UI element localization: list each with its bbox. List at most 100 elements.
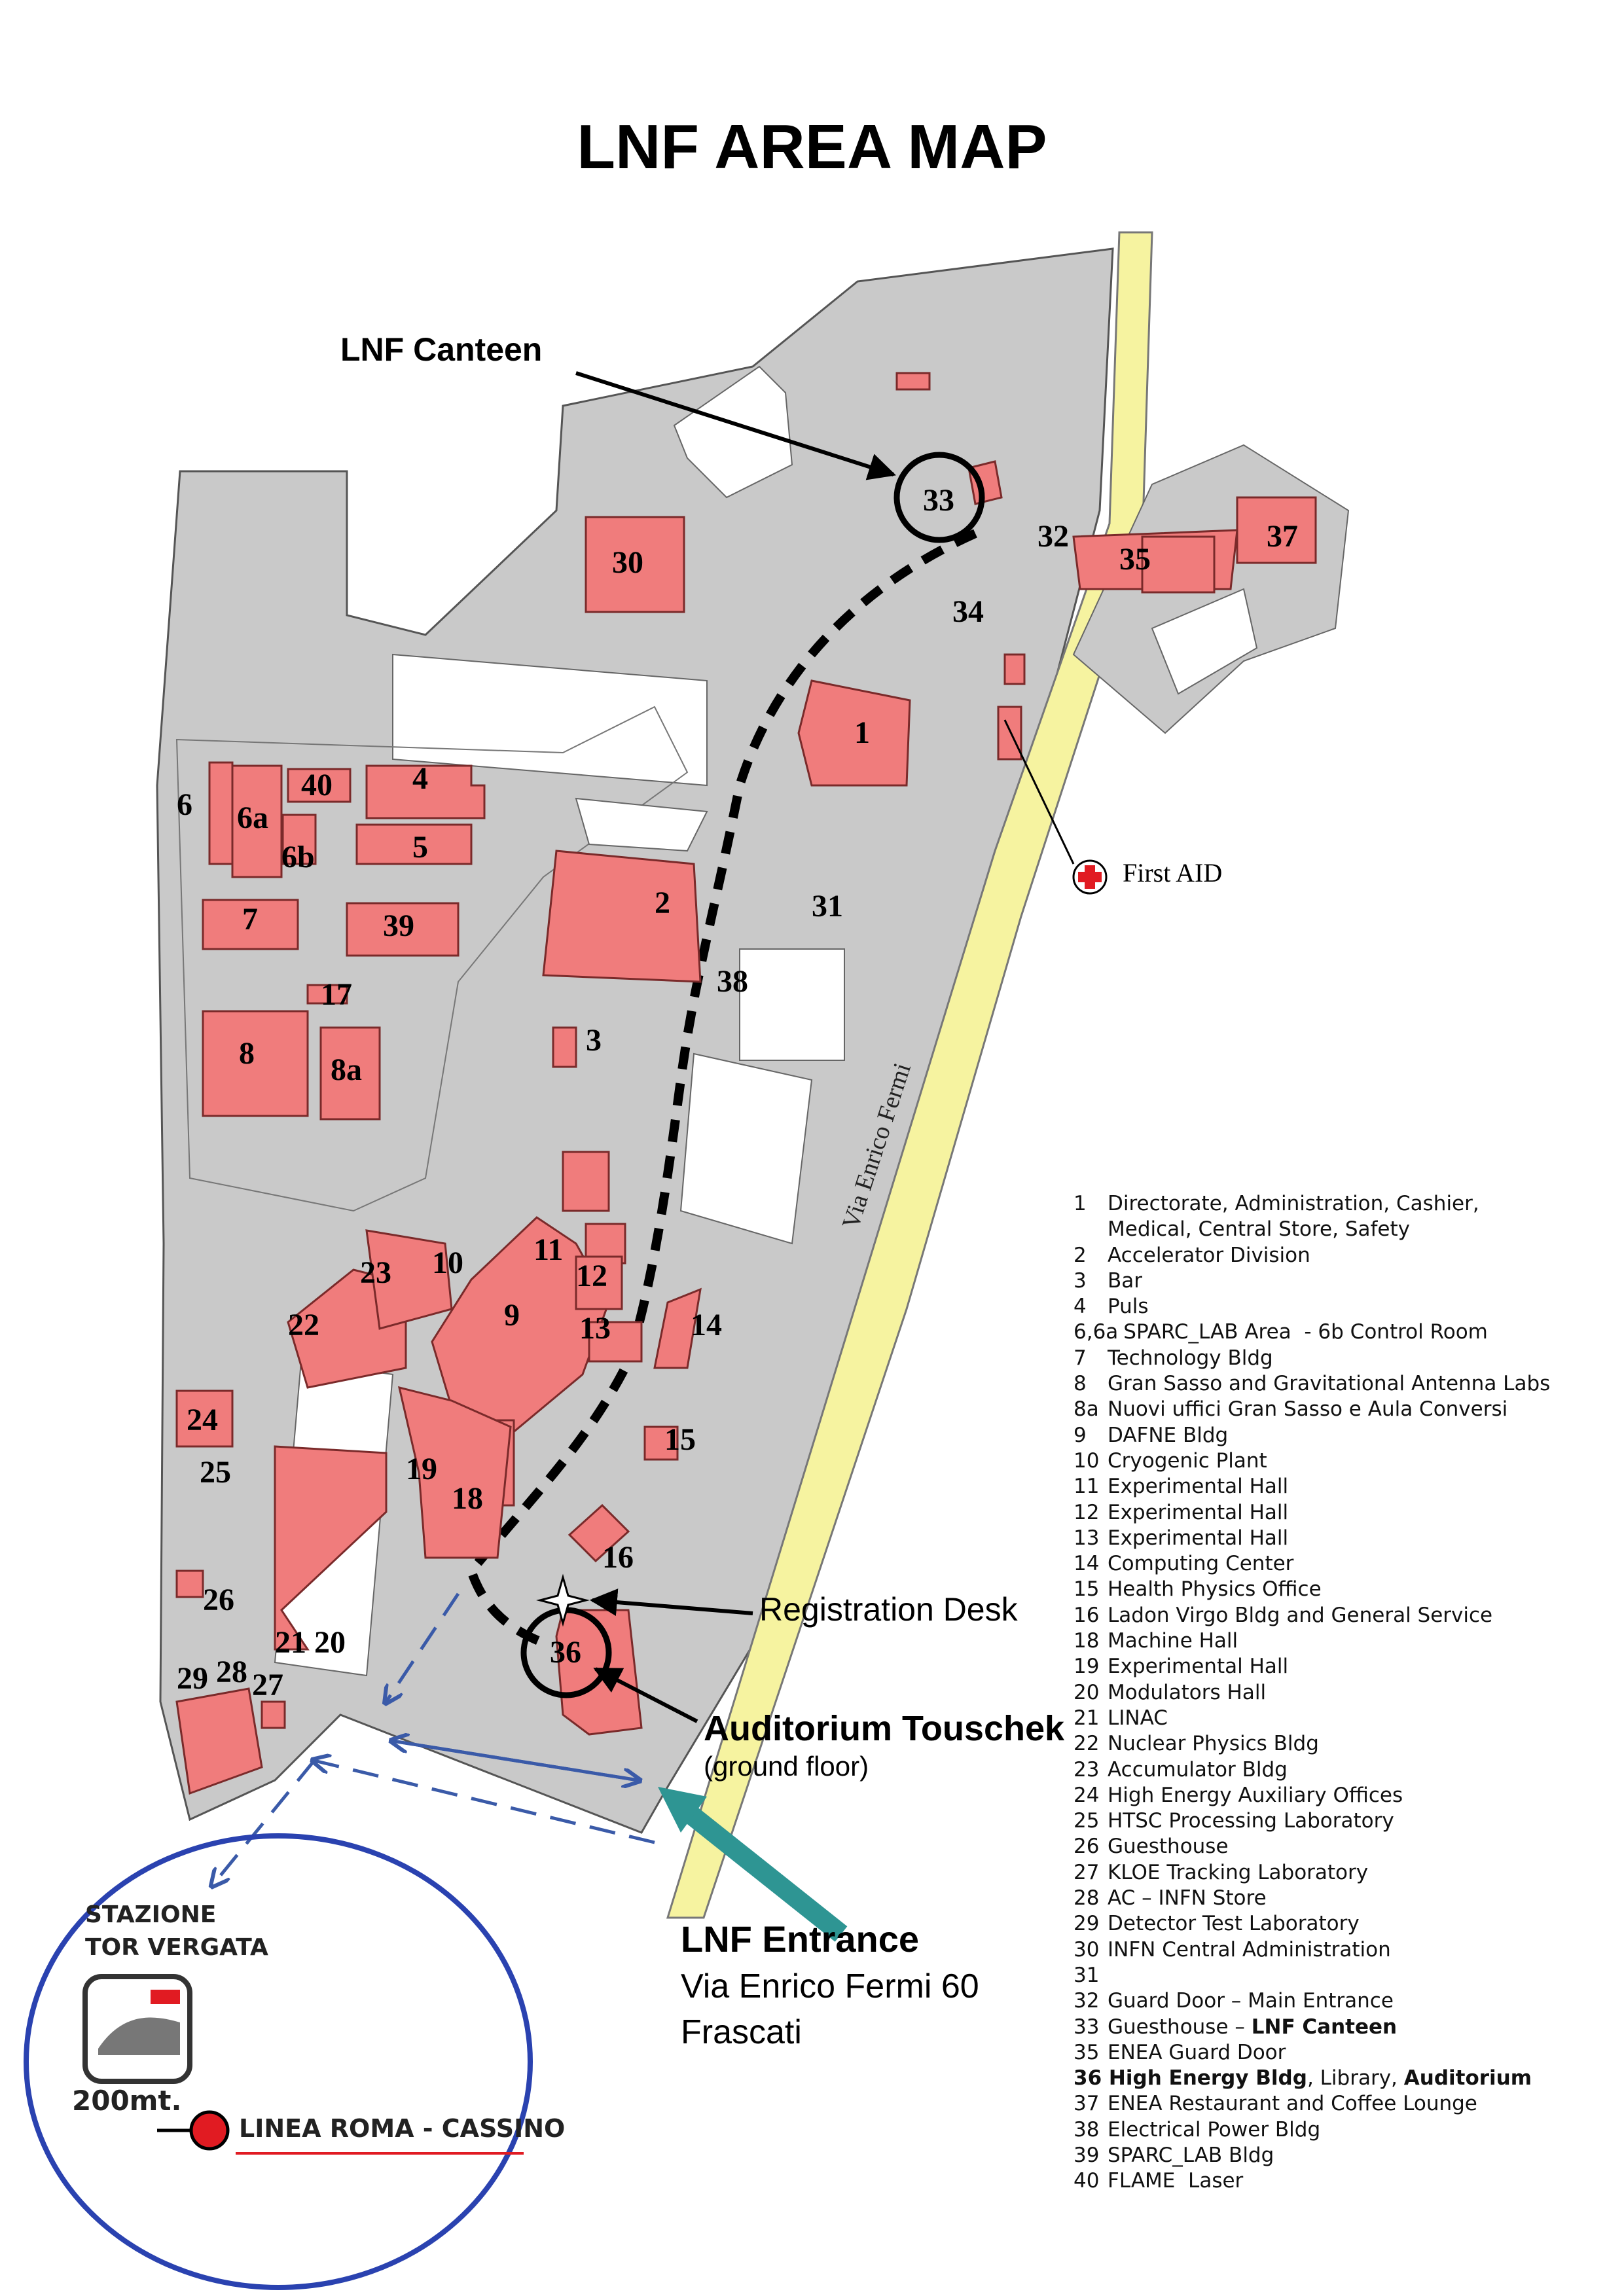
legend-text: INFN Central Administration [1108,1937,1391,1962]
legend-number: 1 [1074,1192,1087,1215]
legend-text: Guard Door – Main Entrance [1108,1989,1394,2013]
legend-number: 23 [1074,1757,1100,1782]
legend-number: 18 [1074,1629,1100,1653]
bldg-label-9: 9 [504,1298,520,1333]
legend-item: 14 Computing Center [1074,1551,1610,1577]
white-lot [392,653,708,787]
legend-number: 33 [1074,2015,1100,2039]
bldg-label-35: 35 [1119,542,1151,577]
legend-item: 23 Accumulator Bldg [1074,1757,1610,1783]
legend-text: Modulators Hall [1108,1680,1267,1704]
bldg-label-11: 11 [533,1232,563,1267]
legend-bold-tail: LNF Canteen [1251,2015,1398,2039]
legend-text: Directorate, Administration, Cashier, [1108,1192,1479,1215]
walk-path [466,529,977,1647]
legend-number: 26 [1074,1835,1100,1859]
legend-number: 2 [1074,1243,1087,1267]
fs-logo-icon [151,1990,180,2004]
legend-text: Ladon Virgo Bldg and General Service [1108,1603,1493,1627]
white-lot [679,1052,813,1245]
legend-number: 35 [1074,2040,1100,2064]
legend-text: Gran Sasso and Gravitational Antenna Lab… [1108,1372,1551,1396]
canteen-callout: LNF Canteen [340,331,543,368]
legend-number: 19 [1074,1655,1100,1679]
bldg-label-23: 23 [360,1255,391,1290]
bldg-label-14: 14 [691,1308,722,1342]
legend-text: High Energy Auxiliary Offices [1108,1783,1403,1807]
station-dot [189,2110,230,2151]
registration-star-icon [536,1573,590,1627]
legend-text: Experimental Hall [1108,1655,1289,1679]
legend-number: 21 [1074,1706,1100,1730]
legend-item: 7 Technology Bldg [1074,1346,1610,1371]
legend-text: Experimental Hall [1108,1475,1289,1499]
legend-number: 6,6a [1074,1320,1119,1344]
legend-text: Cryogenic Plant [1108,1448,1267,1473]
bldg-label-38: 38 [717,964,748,999]
first-aid-line [1003,719,1075,865]
bldg-label-6a: 6a [237,800,268,835]
bldg-label-6b: 6b [281,840,315,874]
legend-text: Medical, Central Store, Safety [1108,1217,1411,1242]
station-distance: 200mt. [72,2085,182,2117]
legend-number: 27 [1074,1860,1100,1884]
legend-number: 10 [1074,1448,1100,1473]
bldg-label-28: 28 [216,1655,247,1689]
white-lot [175,706,689,1212]
bldg-label-22: 22 [288,1308,319,1342]
bldg-label-15: 15 [664,1422,696,1457]
legend-text: Accumulator Bldg [1108,1757,1288,1782]
bldg-label-40: 40 [301,768,333,802]
bldg-label-24: 24 [187,1403,218,1437]
via-enrico-fermi-road [666,231,1153,1919]
legend-number: 40 [1074,2169,1100,2193]
auditorium-callout: Auditorium Touschek [704,1709,1065,1748]
bldg-label-36: 36 [550,1635,581,1670]
white-lot [575,797,708,852]
legend-text: Computing Center [1108,1552,1294,1576]
legend-text: Nuovi uffici Gran Sasso e Aula Conversi [1108,1397,1508,1422]
legend-number: 12 [1074,1500,1100,1524]
station-circle [24,1833,533,2290]
building-legend: 1 Directorate, Administration, Cashier,Me… [1074,1191,1610,2195]
legend-number: 7 [1074,1346,1087,1370]
bldg-label-17: 17 [321,977,352,1012]
registration-callout: Registration Desk [759,1591,1018,1628]
bldg-label-30: 30 [612,545,643,580]
bldg-label-33: 33 [923,483,954,518]
legend-number: 14 [1074,1552,1100,1576]
bldg-label-18: 18 [452,1481,483,1516]
legend-text: Detector Test Laboratory [1108,1912,1360,1936]
bldg-label-4: 4 [412,761,428,796]
legend-number [1074,1217,1108,1242]
bldg-label-6: 6 [177,787,192,822]
east-white [1151,588,1258,695]
legend-text: Guesthouse [1108,1835,1229,1859]
bldg-label-39: 39 [383,908,414,943]
legend-text: ENEA Restaurant and Coffee Lounge [1108,2092,1477,2116]
page-title: LNF AREA MAP [577,112,1047,182]
legend-number: 25 [1074,1809,1100,1833]
registration-arrow [589,1588,753,1617]
buildings [175,372,1317,1795]
entrance-address-2: Frascati [681,2013,802,2051]
auditorium-arrow [593,1667,698,1723]
bldg-label-29: 29 [177,1661,208,1696]
legend-text: Electrical Power Bldg [1108,2117,1321,2142]
legend-text: Technology Bldg [1108,1346,1273,1370]
legend-item: 26 Guesthouse [1074,1834,1610,1859]
